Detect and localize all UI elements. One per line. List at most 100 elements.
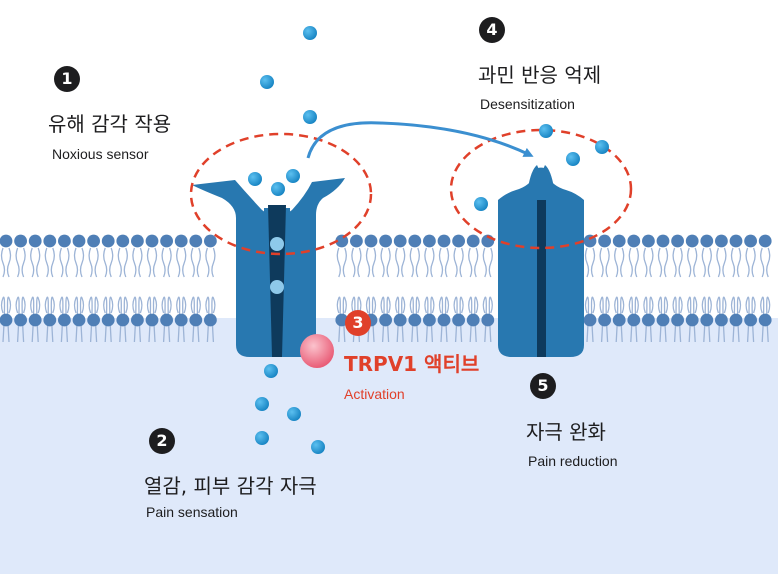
lipid-head — [452, 314, 465, 327]
lipid-head — [379, 235, 392, 248]
lipid-tail — [396, 248, 399, 277]
ion — [255, 431, 269, 445]
lipid-tail — [381, 248, 384, 277]
lipid-head — [0, 235, 12, 248]
lipid-head — [43, 314, 56, 327]
lipid-head — [146, 314, 159, 327]
ion — [271, 182, 285, 196]
lipid-head — [73, 314, 86, 327]
lipid-head — [700, 314, 713, 327]
lipid-head — [598, 235, 611, 248]
lipid-heads — [0, 235, 772, 327]
lipid-head — [87, 235, 100, 248]
step-3-subtitle: Activation — [344, 386, 405, 402]
lipid-tail — [752, 248, 755, 277]
lipid-tail — [37, 248, 40, 277]
lipid-tail — [206, 248, 209, 277]
transition-arrow — [308, 123, 530, 158]
lipid-tail — [124, 248, 127, 277]
lipid-head — [744, 235, 757, 248]
step-5-badge: 5 — [530, 373, 556, 399]
lipid-tail — [416, 248, 419, 277]
ion-cluster-extracellular — [248, 26, 609, 211]
step-4-subtitle: Desensitization — [480, 96, 575, 112]
lipid-tail — [738, 248, 741, 277]
lipid-head — [613, 235, 626, 248]
lipid-tail — [358, 248, 361, 277]
lipid-tail — [402, 248, 405, 277]
lipid-tail — [139, 248, 142, 277]
lipid-head — [481, 314, 494, 327]
step-1-title: 유해 감각 작용 — [48, 108, 171, 137]
lipid-head — [686, 314, 699, 327]
lipid-head — [14, 314, 27, 327]
lipid-head — [438, 314, 451, 327]
lipid-tail — [469, 248, 472, 277]
lipid-tail — [8, 248, 11, 277]
lipid-tail — [615, 248, 618, 277]
lipid-tail — [66, 248, 69, 277]
lipid-tail — [148, 248, 151, 277]
ion — [595, 140, 609, 154]
step-4-title: 과민 반응 억제 — [478, 59, 601, 88]
lipid-head — [58, 235, 71, 248]
lipid-head — [715, 235, 728, 248]
step-2-subtitle: Pain sensation — [146, 504, 238, 520]
lipid-head — [423, 314, 436, 327]
lipid-tail — [22, 248, 25, 277]
lipid-head — [189, 235, 202, 248]
lipid-head — [204, 314, 217, 327]
lipid-tail — [761, 248, 764, 277]
lipid-tail — [367, 248, 370, 277]
lipid-head — [58, 314, 71, 327]
lipid-head — [29, 235, 42, 248]
lipid-head — [467, 314, 480, 327]
lipid-tail — [183, 248, 186, 277]
lipid-tail — [31, 248, 34, 277]
step-3-title: TRPV1 액티브 — [344, 348, 479, 377]
lipid-tail — [586, 248, 589, 277]
lipid-head — [452, 235, 465, 248]
lipid-tail — [767, 248, 770, 277]
lipid-tail — [197, 248, 200, 277]
lipid-head — [394, 314, 407, 327]
lipid-tail — [732, 248, 735, 277]
trpv1-channel-closed — [498, 165, 584, 357]
lipid-head — [160, 235, 173, 248]
lipid-tail — [191, 248, 194, 277]
lipid-head — [102, 235, 115, 248]
lipid-tail — [60, 248, 63, 277]
lipid-tail — [635, 248, 638, 277]
lipid-tail — [688, 248, 691, 277]
lipid-tail — [702, 248, 705, 277]
lipid-head — [160, 314, 173, 327]
ion — [474, 197, 488, 211]
lipid-tail — [665, 248, 668, 277]
lipid-head — [189, 314, 202, 327]
ion — [248, 172, 262, 186]
lipid-tail — [475, 248, 478, 277]
lipid-head — [394, 235, 407, 248]
lipid-head — [613, 314, 626, 327]
lipid-tail — [659, 248, 662, 277]
lipid-tail — [489, 248, 492, 277]
lipid-tail — [343, 248, 346, 277]
lipid-head — [642, 235, 655, 248]
lipid-tail — [454, 248, 457, 277]
step-5-subtitle: Pain reduction — [528, 453, 618, 469]
lipid-head — [131, 314, 144, 327]
lipid-head — [671, 314, 684, 327]
lipid-tail — [621, 248, 624, 277]
lipid-tail — [154, 248, 157, 277]
lipid-head — [584, 314, 597, 327]
lipid-tail — [679, 248, 682, 277]
lipid-head — [700, 235, 713, 248]
capsaicin-molecule — [300, 334, 334, 368]
lipid-tail — [629, 248, 632, 277]
lipid-tail — [352, 248, 355, 277]
lipid-tail — [440, 248, 443, 277]
lipid-tail — [95, 248, 98, 277]
lipid-head — [146, 235, 159, 248]
